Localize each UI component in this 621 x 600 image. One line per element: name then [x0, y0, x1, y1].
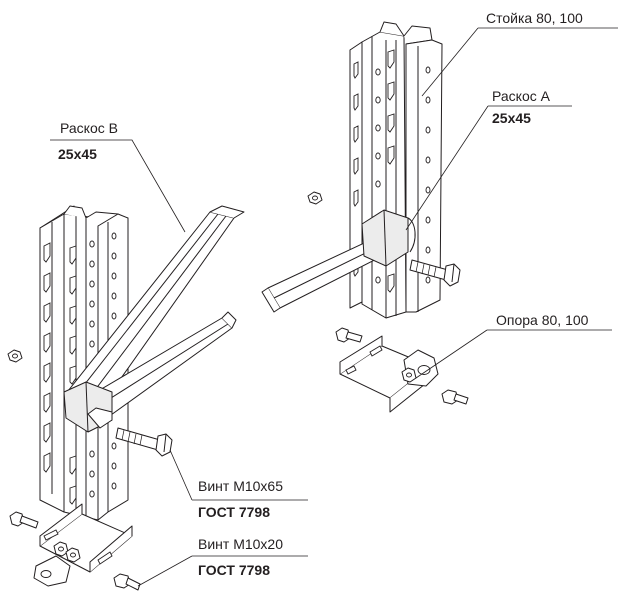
bolt-long-standard: ГОСТ 7798 — [198, 504, 270, 520]
bolt-long-label: Винт М10х65 — [198, 478, 283, 494]
right-long-bolt — [409, 259, 461, 287]
bolt-short-label: Винт М10х20 — [198, 536, 283, 552]
brace-b-label: Раскос В — [60, 120, 118, 136]
left-loose-nut — [7, 349, 23, 363]
left-long-bolt — [115, 427, 173, 457]
bolt-short-standard: ГОСТ 7798 — [198, 562, 270, 578]
brace-b-size: 25x45 — [58, 146, 97, 162]
left-short-bolt-bottom — [113, 573, 141, 591]
right-loose-nut — [307, 191, 323, 205]
right-short-bolt-top — [335, 327, 363, 343]
left-post-keyhole-slots — [43, 242, 77, 505]
right-brace-joint — [361, 209, 416, 267]
right-post-keyhole-slots — [353, 49, 395, 293]
right-base-plate — [339, 335, 439, 413]
left-short-bolt-top — [9, 511, 39, 529]
brace-a-size: 25x45 — [492, 110, 531, 126]
left-brace-joint — [63, 381, 113, 433]
left-base-plate — [33, 503, 133, 587]
right-post-round-holes — [375, 66, 431, 284]
post-label: Стойка 80, 100 — [486, 10, 583, 26]
brace-a-label: Раскос А — [492, 88, 550, 104]
right-short-bolt-bottom — [441, 389, 469, 405]
left-post-round-holes — [89, 232, 117, 498]
base-plate-label: Опора 80, 100 — [496, 312, 589, 328]
leader-lines — [50, 27, 618, 587]
